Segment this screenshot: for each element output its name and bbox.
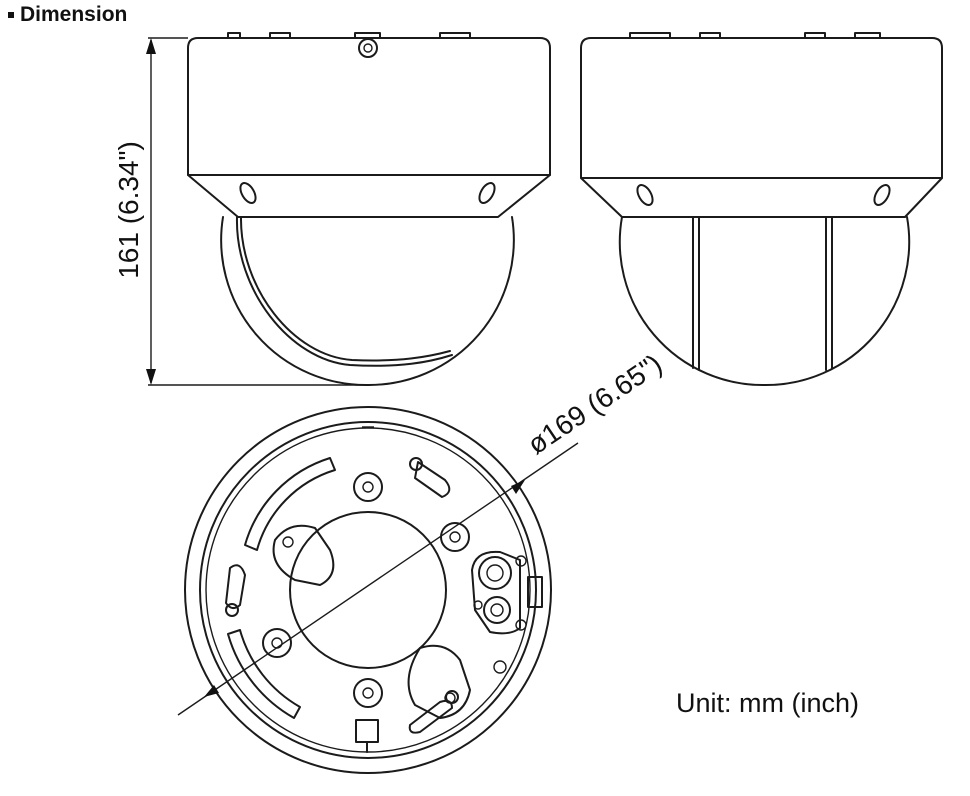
height-dimension: 161 (6.34") [113, 37, 368, 386]
section-title: Dimension [8, 3, 127, 27]
side-view [580, 32, 943, 387]
diameter-label: ø169 (6.65") [522, 348, 668, 460]
height-label: 161 (6.34") [113, 141, 144, 279]
section-title-text: Dimension [20, 3, 128, 26]
bullet-square-icon [8, 12, 14, 18]
unit-label: Unit: mm (inch) [676, 688, 859, 718]
front-view [187, 32, 551, 387]
bottom-view [184, 406, 552, 774]
